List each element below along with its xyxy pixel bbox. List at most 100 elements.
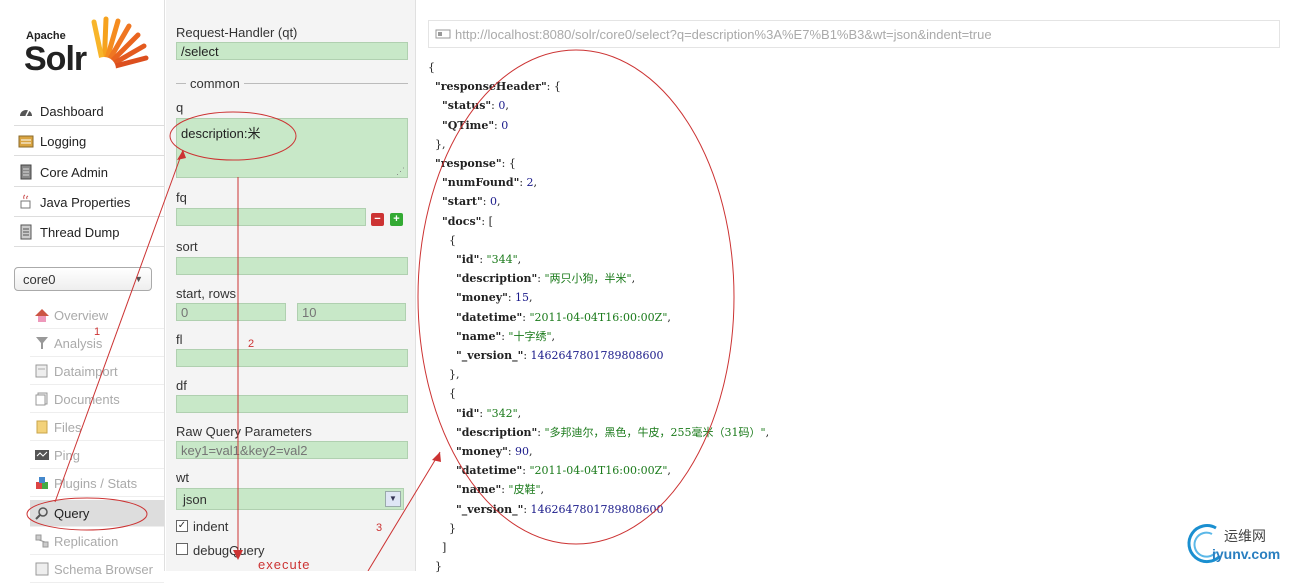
json-line: "money": 90, xyxy=(455,445,533,458)
json-line: "response": { xyxy=(435,157,516,170)
chevron-down-icon: ▼ xyxy=(385,491,401,507)
query-url: http://localhost:8080/solr/core0/select?… xyxy=(455,26,992,42)
chevron-down-icon: ▼ xyxy=(134,274,143,284)
indent-label: indent xyxy=(193,519,229,534)
start-input[interactable] xyxy=(176,303,286,321)
json-line: { xyxy=(428,233,456,247)
json-line: }, xyxy=(428,137,446,151)
annotation-label-2: 2 xyxy=(248,338,255,350)
json-line: "responseHeader": { xyxy=(435,80,561,94)
magnifier-icon xyxy=(34,505,50,521)
dashboard-icon xyxy=(18,103,34,119)
left-navigation: Apache Solr Dashboard xyxy=(0,0,165,583)
core-admin-icon xyxy=(18,164,34,180)
solr-logo[interactable]: Apache Solr xyxy=(24,14,149,84)
result-panel: http://localhost:8080/solr/core0/select?… xyxy=(416,0,1290,573)
execute-button[interactable]: execute xyxy=(258,557,311,572)
annotation-label-3: 3 xyxy=(376,522,383,534)
nav-item-label: Thread Dump xyxy=(40,224,120,240)
swoosh-logo-icon xyxy=(1187,524,1222,564)
logo-solr-text: Solr xyxy=(24,40,87,78)
core-item-label: Schema Browser xyxy=(54,561,153,577)
documents-icon xyxy=(34,391,50,407)
wt-value: json xyxy=(183,491,207,507)
nav-item-dashboard[interactable]: Dashboard xyxy=(14,97,164,126)
core-item-dataimport[interactable]: Dataimport xyxy=(30,358,164,385)
raw-params-input[interactable] xyxy=(176,441,408,459)
site-watermark: 运维网 iyunv.com xyxy=(1184,520,1284,568)
remove-fq-button[interactable]: − xyxy=(371,213,384,226)
filter-icon xyxy=(34,335,50,351)
q-label: q xyxy=(176,100,184,115)
nav-item-label: Logging xyxy=(40,133,87,149)
raw-params-label: Raw Query Parameters xyxy=(176,424,312,439)
start-rows-label: start, rows xyxy=(176,286,236,301)
core-selector-value: core0 xyxy=(23,271,56,287)
core-item-documents[interactable]: Documents xyxy=(30,386,164,413)
fq-label: fq xyxy=(176,190,187,205)
ping-icon xyxy=(34,447,50,463)
core-item-label: Query xyxy=(54,505,90,521)
json-line: "QTime": 0 xyxy=(442,118,509,132)
logging-icon xyxy=(18,133,34,149)
core-item-label: Overview xyxy=(54,307,109,323)
add-fq-button[interactable]: + xyxy=(390,213,403,226)
json-line: { xyxy=(428,61,435,74)
core-item-plugins-stats[interactable]: Plugins / Stats xyxy=(30,470,164,497)
core-item-label: Plugins / Stats xyxy=(54,475,138,491)
json-line: "status": 0, xyxy=(442,99,509,113)
rows-input[interactable] xyxy=(297,303,406,321)
debug-query-checkbox[interactable] xyxy=(176,543,188,555)
handler-input[interactable] xyxy=(176,42,408,60)
core-item-label: Dataimport xyxy=(54,363,118,379)
link-icon xyxy=(435,27,451,42)
core-item-ping[interactable]: Ping xyxy=(30,442,164,469)
json-line: "id": "344", xyxy=(455,253,522,266)
sunburst-icon xyxy=(91,16,149,76)
json-line: "description": "多邦迪尔，黑色，牛皮，255毫米（31码）", xyxy=(455,425,770,439)
core-item-label: Replication xyxy=(54,533,119,549)
handler-label: Request-Handler (qt) xyxy=(176,25,298,40)
fl-label: fl xyxy=(176,332,183,347)
json-line: } xyxy=(428,560,442,574)
core-item-overview[interactable]: Overview xyxy=(30,302,164,329)
watermark-cn-text: 运维网 xyxy=(1224,528,1266,544)
core-item-query[interactable]: Query xyxy=(30,500,164,527)
json-line: "start": 0, xyxy=(442,195,501,209)
nav-item-label: Java Properties xyxy=(40,194,131,210)
minus-icon: − xyxy=(374,213,381,225)
nav-item-thread-dump[interactable]: Thread Dump xyxy=(14,218,164,247)
core-selector[interactable]: core0 ▼ xyxy=(14,267,152,291)
json-line: "numFound": 2, xyxy=(442,176,538,190)
df-label: df xyxy=(176,378,187,393)
json-line: "money": 15, xyxy=(455,291,533,305)
nav-item-logging[interactable]: Logging xyxy=(14,127,164,156)
json-line: "datetime": "2011-04-04T16:00:00Z", xyxy=(455,464,671,478)
fq-input[interactable] xyxy=(176,208,366,226)
json-line: "description": "两只小狗，半米", xyxy=(455,272,636,286)
sort-input[interactable] xyxy=(176,257,408,275)
thread-dump-icon xyxy=(18,224,34,240)
json-line: "id": "342", xyxy=(455,406,522,420)
watermark-en-text: iyunv.com xyxy=(1212,546,1281,562)
resize-grip-icon[interactable]: ⋰ xyxy=(396,166,405,176)
fl-input[interactable] xyxy=(176,349,408,367)
nav-item-java-properties[interactable]: Java Properties xyxy=(14,188,164,217)
df-input[interactable] xyxy=(176,395,408,413)
replication-icon xyxy=(34,533,50,549)
q-textarea[interactable]: description:米 ⋰ xyxy=(176,118,408,178)
core-item-schema-browser[interactable]: Schema Browser xyxy=(30,556,164,583)
dataimport-icon xyxy=(34,363,50,379)
section-divider xyxy=(176,83,408,84)
nav-item-label: Core Admin xyxy=(40,164,108,180)
core-item-replication[interactable]: Replication xyxy=(30,528,164,555)
indent-checkbox[interactable]: ✓ xyxy=(176,520,188,532)
checkmark-icon: ✓ xyxy=(177,520,187,531)
core-item-label: Ping xyxy=(54,447,81,463)
query-url-bar[interactable]: http://localhost:8080/solr/core0/select?… xyxy=(428,20,1280,48)
nav-item-core-admin[interactable]: Core Admin xyxy=(14,158,164,187)
core-item-files[interactable]: Files xyxy=(30,414,164,441)
wt-select[interactable]: json ▼ xyxy=(176,488,404,510)
q-value: description:米 xyxy=(181,126,261,141)
